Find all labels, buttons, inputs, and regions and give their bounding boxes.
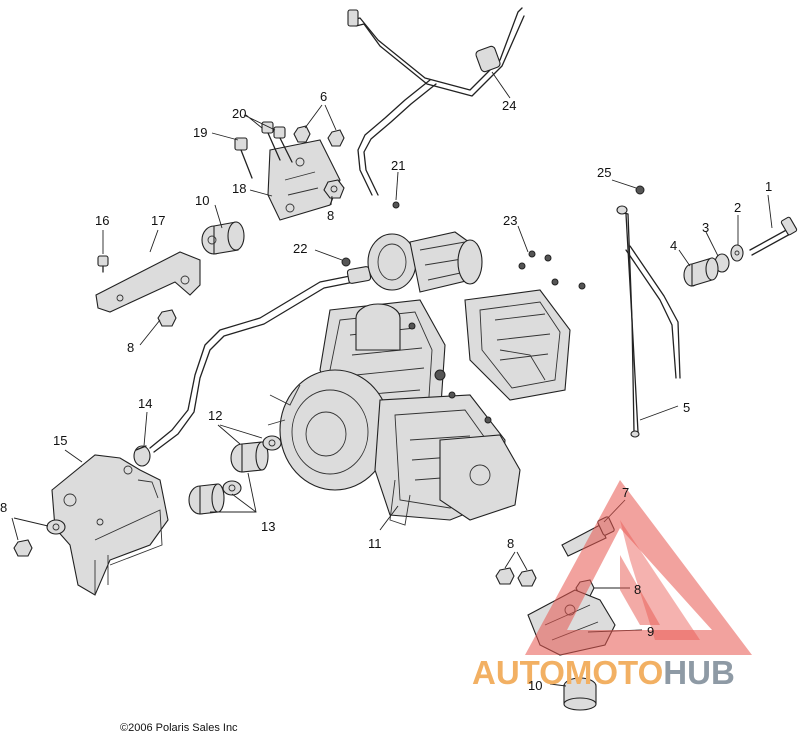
part-10-isolator-upper bbox=[201, 221, 245, 255]
callout-25: 25 bbox=[597, 165, 611, 180]
callout-11: 11 bbox=[368, 536, 382, 551]
part-25-clip bbox=[635, 185, 645, 195]
callout-9: 9 bbox=[647, 624, 654, 639]
callout-8-d: 8 bbox=[507, 536, 514, 551]
callout-14: 14 bbox=[138, 396, 152, 411]
part-14-clamp bbox=[133, 445, 151, 467]
callout-2: 2 bbox=[734, 200, 741, 215]
callout-4: 4 bbox=[670, 238, 677, 253]
part-17-bracket bbox=[95, 251, 201, 313]
callout-5: 5 bbox=[683, 400, 690, 415]
part-11-engine bbox=[267, 231, 586, 526]
part-21-clip bbox=[392, 201, 400, 209]
part-2-washer bbox=[730, 244, 744, 262]
part-12-13-mounts bbox=[188, 435, 282, 515]
part-22-hose bbox=[149, 257, 372, 453]
callout-22: 22 bbox=[293, 241, 307, 256]
part-8-nut-b bbox=[157, 309, 177, 327]
watermark: AUTOMOTOHUB bbox=[472, 480, 752, 691]
part-10-isolator-lower bbox=[563, 677, 597, 711]
part-15-bracket bbox=[51, 454, 169, 596]
watermark-text: AUTOMOTOHUB bbox=[472, 654, 735, 691]
part-23-clip bbox=[528, 250, 536, 258]
callout-15: 15 bbox=[53, 433, 67, 448]
callouts: 24 6 20 19 21 18 10 8 16 17 25 1 2 3 4 2… bbox=[0, 89, 772, 693]
callout-3: 3 bbox=[702, 220, 709, 235]
callout-18: 18 bbox=[232, 181, 246, 196]
callout-24: 24 bbox=[502, 98, 516, 113]
part-8-nuts-d bbox=[495, 567, 537, 587]
callout-19: 19 bbox=[193, 125, 207, 140]
callout-1: 1 bbox=[765, 179, 772, 194]
callout-20: 20 bbox=[232, 106, 246, 121]
callout-6: 6 bbox=[320, 89, 327, 104]
callout-13: 13 bbox=[261, 519, 275, 534]
part-8-washer-nut-c bbox=[13, 519, 66, 557]
watermark-triangle bbox=[525, 480, 752, 655]
part-4-bushing bbox=[683, 257, 719, 287]
callout-8-a: 8 bbox=[327, 208, 334, 223]
part-20-bolts bbox=[261, 121, 293, 163]
copyright-text: ©2006 Polaris Sales Inc bbox=[120, 722, 238, 734]
callout-10-lower: 10 bbox=[528, 678, 542, 693]
part-5-rod bbox=[616, 205, 681, 438]
callout-8-e: 8 bbox=[634, 582, 641, 597]
callout-21: 21 bbox=[391, 158, 405, 173]
part-19-bolt bbox=[234, 137, 253, 179]
callout-23: 23 bbox=[503, 213, 517, 228]
watermark-word-a: AUTOMOTO bbox=[472, 654, 663, 691]
callout-12: 12 bbox=[208, 408, 222, 423]
callout-7: 7 bbox=[622, 485, 629, 500]
part-24-line-assembly bbox=[347, 7, 525, 196]
callout-8-c: 8 bbox=[0, 500, 7, 515]
part-8-nut-a bbox=[323, 179, 345, 199]
callout-10-upper: 10 bbox=[195, 193, 209, 208]
part-1-bolt bbox=[749, 216, 798, 256]
callout-16: 16 bbox=[95, 213, 109, 228]
callout-17: 17 bbox=[151, 213, 165, 228]
watermark-word-b: HUB bbox=[663, 654, 735, 691]
part-16-screw bbox=[97, 255, 109, 273]
callout-8-b: 8 bbox=[127, 340, 134, 355]
